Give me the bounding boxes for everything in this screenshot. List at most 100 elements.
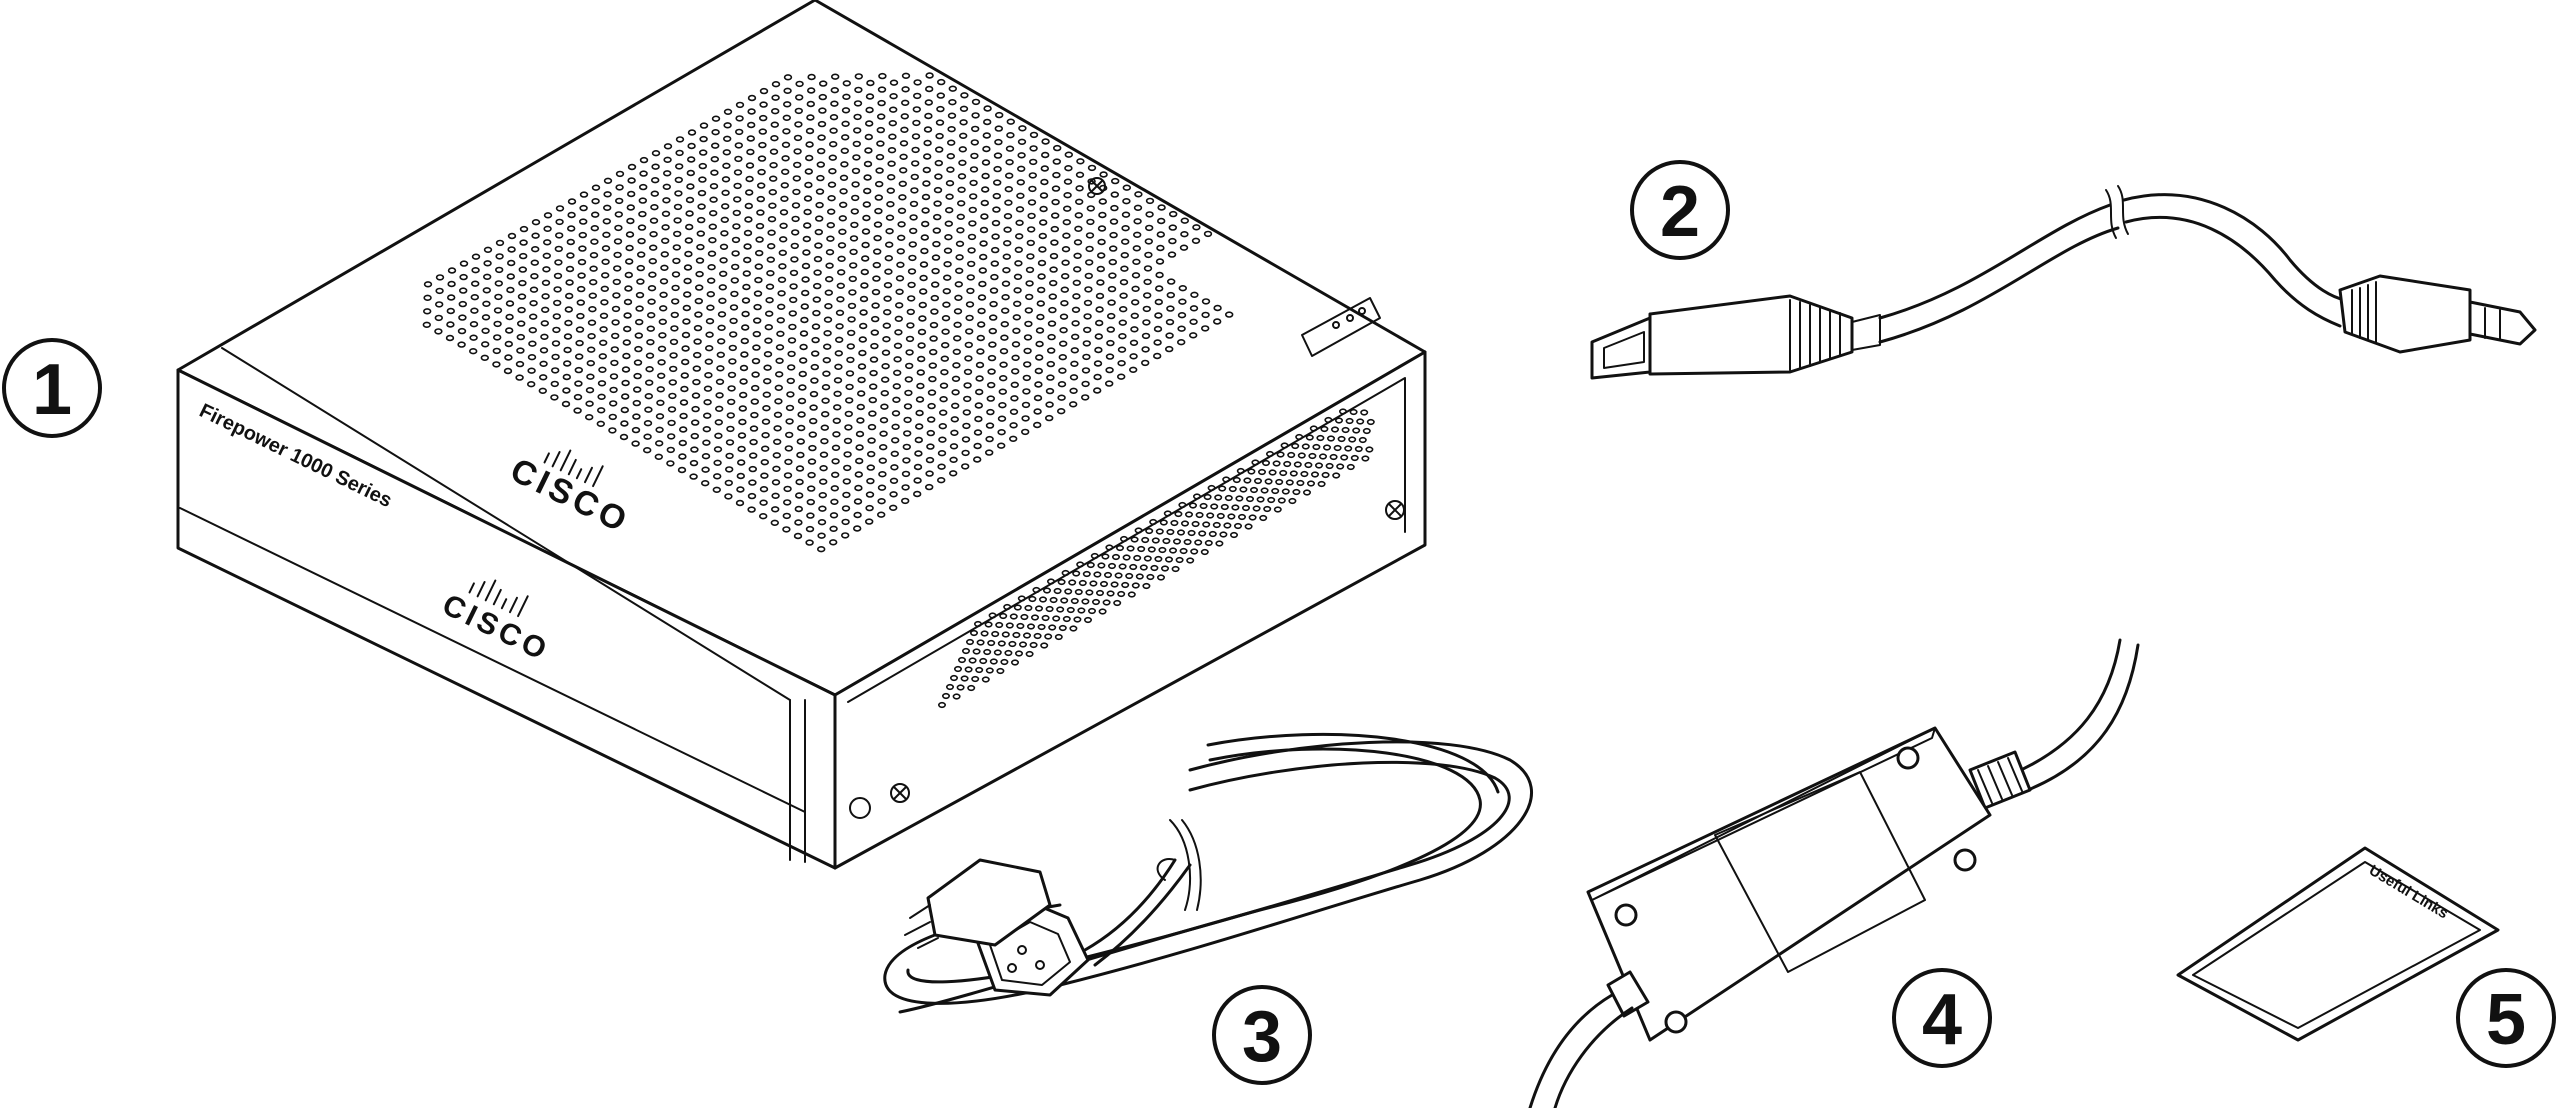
vent-hole — [989, 287, 999, 294]
vent-hole — [666, 446, 675, 454]
vent-hole — [942, 301, 951, 308]
vent-hole — [892, 396, 901, 403]
vent-hole — [1057, 394, 1066, 401]
vent-hole — [447, 267, 457, 274]
vent-hole — [599, 312, 609, 319]
vent-hole — [680, 385, 689, 393]
vent-hole — [1069, 374, 1079, 381]
vent-hole — [1049, 266, 1058, 273]
vent-hole — [1296, 479, 1305, 487]
vent-hole — [620, 406, 629, 414]
vent-hole — [1206, 512, 1215, 519]
vent-hole — [1058, 340, 1068, 347]
vent-hole — [877, 86, 887, 93]
vent-hole — [780, 195, 789, 203]
vent-hole — [954, 281, 963, 288]
vent-hole — [435, 274, 445, 281]
vent-hole — [1191, 237, 1201, 245]
vent-hole — [806, 498, 815, 506]
vent-hole — [816, 161, 825, 168]
vent-hole — [744, 216, 753, 223]
vent-hole — [1048, 306, 1057, 314]
vent-hole — [1027, 199, 1037, 206]
vent-hole — [469, 348, 478, 355]
vent-hole — [877, 484, 887, 491]
vent-hole — [1193, 493, 1202, 500]
vent-hole — [853, 113, 862, 121]
vent-hole — [692, 365, 701, 372]
vent-hole — [1075, 185, 1084, 192]
vent-hole — [1307, 480, 1316, 487]
vent-hole — [784, 431, 794, 439]
vent-hole — [1279, 469, 1288, 477]
vent-hole — [961, 436, 971, 443]
vent-hole — [644, 406, 653, 413]
vent-hole — [744, 202, 753, 210]
vent-hole — [763, 364, 772, 371]
vent-hole — [693, 338, 702, 345]
vent-hole — [884, 255, 893, 262]
vent-hole — [681, 345, 690, 352]
vent-hole — [636, 264, 645, 272]
vent-hole — [506, 286, 515, 294]
vent-hole — [669, 352, 678, 359]
vent-hole — [1223, 522, 1232, 529]
vent-hole — [1108, 258, 1118, 266]
vent-hole — [1004, 649, 1013, 657]
vent-hole — [1028, 595, 1037, 603]
vent-hole — [886, 201, 895, 208]
vent-hole — [858, 349, 867, 357]
vent-hole — [771, 94, 780, 101]
vent-hole — [837, 242, 847, 249]
vent-hole — [596, 420, 605, 427]
vent-hole — [836, 269, 846, 276]
vent-hole — [1244, 523, 1253, 530]
vent-hole — [624, 258, 634, 265]
vent-hole — [1035, 340, 1044, 348]
vent-hole — [817, 120, 827, 128]
vent-hole — [986, 395, 995, 402]
vent-hole — [969, 166, 979, 173]
vent-hole — [1029, 145, 1038, 152]
vent-hole — [752, 317, 762, 324]
vent-hole — [689, 459, 699, 467]
vent-hole — [964, 666, 973, 673]
vent-hole — [732, 196, 742, 203]
vent-hole — [636, 251, 646, 258]
vent-hole — [1121, 211, 1131, 218]
vent-hole — [784, 445, 793, 452]
vent-hole — [1071, 320, 1080, 327]
vent-hole — [996, 667, 1005, 675]
vent-hole — [980, 630, 989, 637]
vent-hole — [1210, 503, 1219, 510]
vent-hole — [643, 433, 652, 440]
vent-hole — [1105, 544, 1114, 551]
vent-hole — [709, 196, 718, 203]
vent-hole — [654, 453, 663, 460]
vent-hole — [1352, 427, 1361, 434]
vent-hole — [953, 665, 962, 673]
vent-hole — [774, 384, 783, 391]
vent-hole — [459, 260, 469, 267]
vent-hole — [1203, 493, 1212, 501]
vent-hole — [857, 363, 867, 370]
vent-hole — [1132, 231, 1142, 239]
vent-hole — [819, 465, 828, 472]
vent-hole — [862, 201, 871, 208]
vent-hole — [762, 391, 771, 398]
vent-hole — [861, 241, 870, 249]
vent-hole — [835, 309, 845, 316]
vent-hole — [836, 282, 845, 289]
vent-hole — [633, 372, 642, 380]
vent-hole — [1199, 502, 1208, 510]
vent-hole — [907, 268, 917, 275]
vent-hole — [1102, 599, 1111, 606]
vent-hole — [1350, 454, 1359, 462]
vent-hole — [650, 204, 659, 211]
vent-hole — [846, 356, 855, 364]
vent-hole — [875, 167, 884, 174]
vent-hole — [1010, 659, 1019, 666]
vent-hole — [802, 249, 811, 256]
vent-hole — [632, 386, 642, 393]
vent-hole — [784, 458, 793, 466]
